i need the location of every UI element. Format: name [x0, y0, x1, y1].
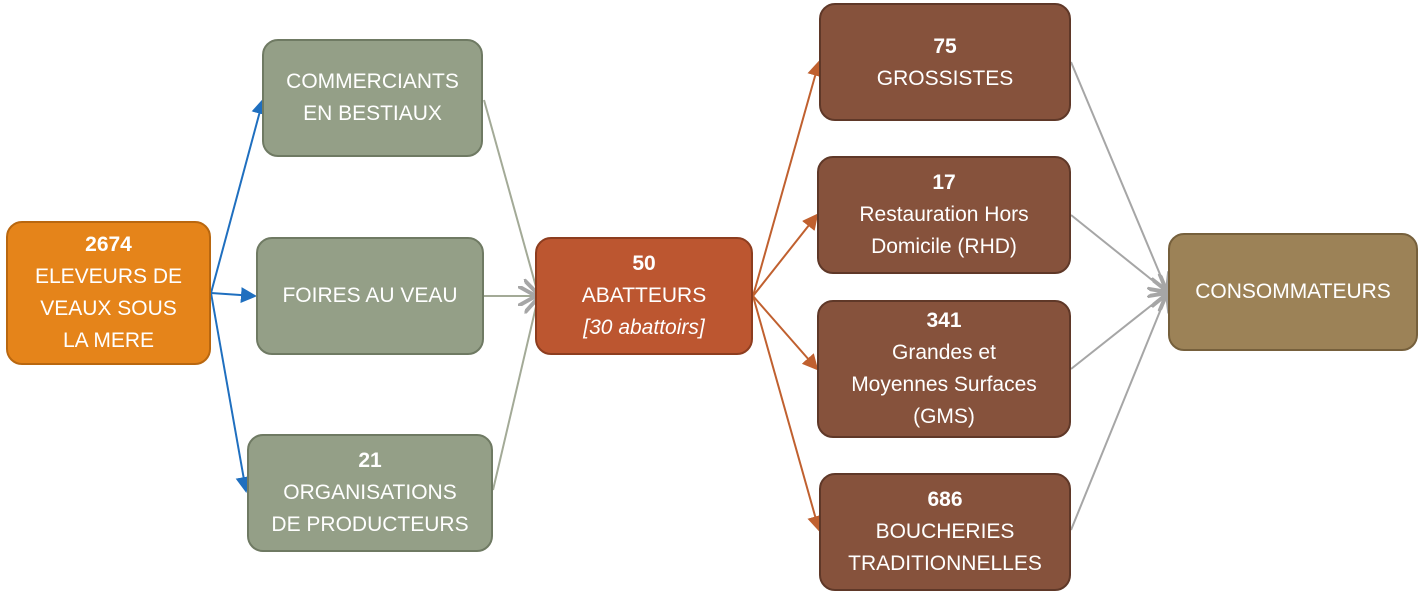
abatteurs-label: ABATTEURS	[581, 284, 707, 307]
node-grossistes: 75 GROSSISTES	[819, 3, 1071, 121]
arrow-abatteurs-rhd	[752, 213, 819, 297]
arrow-grossistes-consommateurs	[1070, 61, 1167, 291]
grossistes-count: 75	[933, 35, 957, 58]
boucheries-count: 686	[927, 488, 963, 511]
commerciants-label-1: COMMERCIANTS	[286, 70, 459, 93]
abatteurs-count: 50	[632, 252, 656, 275]
gms-label-2: Moyennes Surfaces	[851, 373, 1037, 396]
eleveurs-label-2: VEAUX SOUS	[40, 297, 177, 320]
node-boucheries: 686 BOUCHERIES TRADITIONNELLES	[819, 473, 1071, 591]
rhd-label-1: Restauration Hors	[859, 203, 1029, 226]
eleveurs-label-3: LA MERE	[62, 329, 155, 352]
organisations-label-1: ORGANISATIONS	[283, 481, 457, 504]
rhd-count: 17	[932, 171, 956, 194]
arrow-boucheries-consommateurs	[1070, 294, 1167, 531]
gms-count: 341	[926, 309, 962, 332]
eleveurs-count: 2674	[85, 233, 132, 256]
gms-label-3: (GMS)	[913, 405, 975, 428]
node-consommateurs: CONSOMMATEURS	[1168, 233, 1418, 351]
node-gms: 341 Grandes et Moyennes Surfaces (GMS)	[817, 300, 1071, 438]
arrow-commerciants-abatteurs	[483, 99, 538, 294]
consommateurs-label: CONSOMMATEURS	[1195, 280, 1391, 303]
node-foires: FOIRES AU VEAU	[256, 237, 484, 355]
grossistes-label: GROSSISTES	[876, 67, 1014, 90]
gms-label-1: Grandes et	[892, 341, 996, 364]
abatteurs-note: [30 abattoirs]	[583, 316, 705, 339]
rhd-label-2: Domicile (RHD)	[871, 235, 1017, 258]
arrow-rhd-consommateurs	[1070, 214, 1167, 292]
boucheries-label-1: BOUCHERIES	[875, 520, 1015, 543]
node-abatteurs: 50 ABATTEURS [30 abattoirs]	[535, 237, 753, 355]
eleveurs-label-1: ELEVEURS DE	[34, 265, 183, 288]
node-eleveurs: 2674 ELEVEURS DE VEAUX SOUS LA MERE	[6, 221, 211, 365]
boucheries-label-2: TRADITIONNELLES	[848, 552, 1042, 575]
organisations-label-2: DE PRODUCTEURS	[271, 513, 469, 536]
arrow-abatteurs-boucheries	[752, 295, 823, 532]
node-rhd: 17 Restauration Hors Domicile (RHD)	[817, 156, 1071, 274]
arrow-eleveurs-foires	[210, 287, 257, 304]
organisations-count: 21	[358, 449, 382, 472]
arrow-abatteurs-gms	[752, 295, 819, 371]
node-organisations: 21 ORGANISATIONS DE PRODUCTEURS	[247, 434, 493, 552]
commerciants-label-2: EN BESTIAUX	[303, 102, 442, 125]
arrow-organisations-abatteurs	[492, 298, 538, 491]
foires-label: FOIRES AU VEAU	[282, 284, 458, 307]
node-commerciants: COMMERCIANTS EN BESTIAUX	[262, 39, 483, 157]
arrow-eleveurs-organisations	[210, 292, 252, 493]
arrow-eleveurs-commerciants	[210, 98, 268, 294]
arrow-abatteurs-grossistes	[752, 60, 823, 297]
